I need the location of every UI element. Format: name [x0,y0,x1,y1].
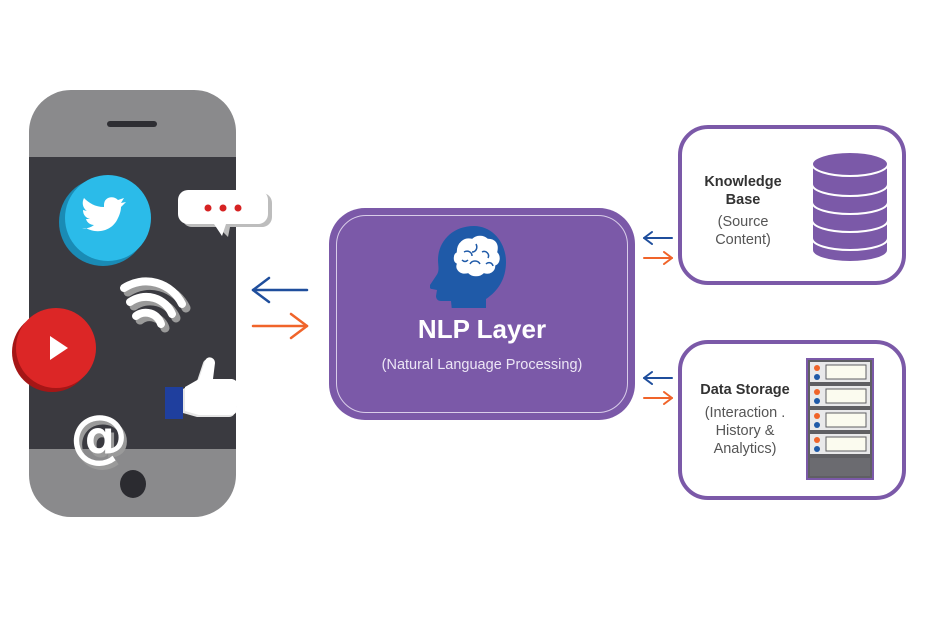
data-storage-sub-line3: Analytics) [713,441,777,457]
knowledge-base-sub-line1: (Source [717,214,769,230]
server-unit [810,434,870,454]
arrow-right-orange [643,391,673,405]
nlp-layer-inner-border [336,215,628,413]
knowledge-base-sub-line2: Content) [715,232,771,248]
twitter-icon [59,175,151,266]
database-icon [811,151,889,264]
youtube-icon [12,308,96,392]
social-icons-layer: @ @ [12,175,272,474]
knowledge-base-title-line2: Base [725,192,761,208]
server-unit [810,386,870,406]
svg-text:@: @ [73,406,131,474]
brain-head-icon [430,226,506,308]
at-sign-icon: @ @ [70,402,131,474]
nlp-layer-title: NLP Layer [417,314,547,344]
phone-nlp-arrows [251,276,309,340]
nlp-layer-subtitle: (Natural Language Processing) [381,357,583,373]
arrow-left-blue [251,276,309,304]
data-storage-sub-line2: History & [715,423,775,439]
thumbs-up-icon [165,357,240,419]
nlp-ds-arrows [643,371,673,405]
server-rack-icon [806,358,874,480]
arrow-left-blue [643,231,673,245]
wifi-icon [120,277,191,333]
data-storage-sub-line1: (Interaction . [704,405,786,421]
knowledge-base-title-line1: Knowledge [704,174,782,190]
server-unit [810,410,870,430]
server-unit [810,362,870,382]
data-storage-title: Data Storage [700,382,790,398]
phone-speaker [107,121,157,127]
data-storage-text: Data Storage (Interaction . History & An… [688,381,802,458]
arrow-right-orange [251,312,309,340]
phone-home-button [120,470,146,498]
arrow-left-blue [643,371,673,385]
knowledge-base-text: Knowledge Base (Source Content) [688,173,798,249]
svg-text:@: @ [70,402,128,470]
chat-bubble-icon [178,190,272,237]
nlp-kb-arrows [643,231,673,265]
arrow-right-orange [643,251,673,265]
